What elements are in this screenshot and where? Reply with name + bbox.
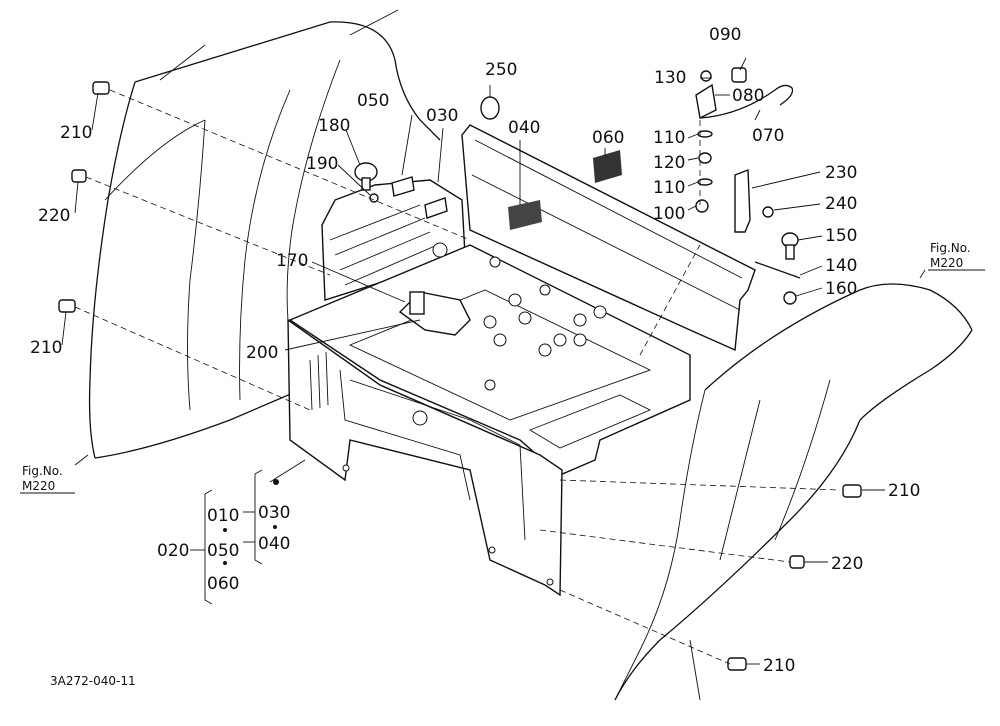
small-parts xyxy=(354,67,801,336)
callout-210-d: 210 xyxy=(763,656,795,676)
callout-010: 010 xyxy=(207,506,239,526)
callout-050: 050 xyxy=(357,91,389,111)
plug-250 xyxy=(480,96,500,120)
callout-210-c: 210 xyxy=(888,481,920,501)
callout-040: 040 xyxy=(508,118,540,138)
callout-060: 060 xyxy=(592,128,624,148)
callout-030: 030 xyxy=(426,106,458,126)
callout-110-b: 110 xyxy=(653,178,685,198)
drawing-number: 3A272-040-11 xyxy=(50,674,136,688)
callout-050-group: 050 xyxy=(207,541,239,561)
callout-140: 140 xyxy=(825,256,857,276)
callout-220-a: 220 xyxy=(38,206,70,226)
callout-180: 180 xyxy=(318,116,350,136)
callouts: 250 050 030 040 060 180 190 170 200 090 … xyxy=(30,25,920,676)
fig-ref-left-line1: Fig.No. xyxy=(22,464,63,478)
callout-220-b: 220 xyxy=(831,554,863,574)
callout-200: 200 xyxy=(246,343,278,363)
figure-references: Fig.No. M220 Fig.No. M220 xyxy=(20,241,985,494)
callout-090: 090 xyxy=(709,25,741,45)
callout-100: 100 xyxy=(653,204,685,224)
callout-240: 240 xyxy=(825,194,857,214)
callout-190: 190 xyxy=(306,154,338,174)
callout-170: 170 xyxy=(276,251,308,271)
callout-120: 120 xyxy=(653,153,685,173)
callout-080: 080 xyxy=(732,86,764,106)
fig-ref-right-line2: M220 xyxy=(930,256,963,270)
leader-lines xyxy=(61,57,926,665)
callout-150: 150 xyxy=(825,226,857,246)
callout-020: 020 xyxy=(157,541,189,561)
decal-060 xyxy=(593,150,622,183)
callout-130: 130 xyxy=(654,68,686,88)
callout-210-b: 210 xyxy=(30,338,62,358)
callout-030-group: 030 xyxy=(258,503,290,523)
fig-ref-left-line2: M220 xyxy=(22,479,55,493)
callout-230: 230 xyxy=(825,163,857,183)
fig-ref-right-line1: Fig.No. xyxy=(930,241,971,255)
phantom-lines xyxy=(74,89,841,665)
left-fender xyxy=(88,9,441,459)
callout-040-group: 040 xyxy=(258,534,290,554)
callout-250: 250 xyxy=(485,60,517,80)
bolts xyxy=(58,81,862,671)
callout-210-a: 210 xyxy=(60,123,92,143)
callout-110-a: 110 xyxy=(653,128,685,148)
right-fender xyxy=(614,283,973,701)
assembly-brackets xyxy=(190,469,279,605)
callout-060-group: 060 xyxy=(207,574,239,594)
callout-160: 160 xyxy=(825,279,857,299)
callout-070: 070 xyxy=(752,126,784,146)
